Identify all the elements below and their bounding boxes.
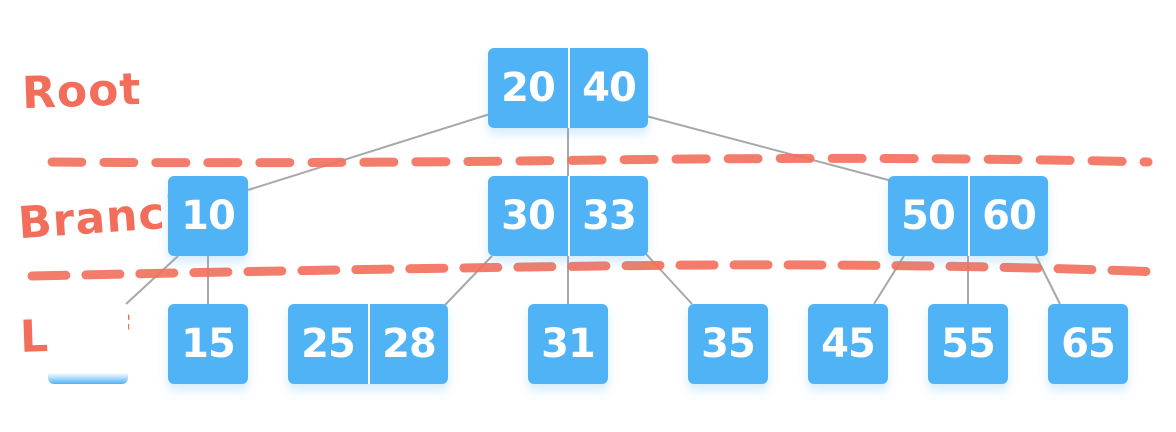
branch-node-b2: 30 33: [488, 176, 648, 256]
leaf-node-l1: 15: [168, 304, 248, 384]
node-key: 60: [968, 176, 1048, 256]
node-key: 15: [181, 321, 236, 367]
root-level-label: Root: [21, 63, 143, 120]
node-key: 50: [901, 193, 956, 239]
node-key: 40: [568, 48, 648, 128]
node-key: 35: [701, 321, 756, 367]
partial-leaf-node: [48, 304, 128, 384]
node-key: 20: [501, 65, 556, 111]
node-key: 31: [541, 321, 596, 367]
node-key: 10: [181, 193, 236, 239]
node-key: 30: [501, 193, 556, 239]
node-key: 55: [941, 321, 996, 367]
root-branch-divider: [47, 153, 1153, 168]
leaf-node-l7: 65: [1048, 304, 1128, 384]
node-key: 33: [568, 176, 648, 256]
leaf-node-l4: 35: [688, 304, 768, 384]
edge-root-b1: [247, 113, 491, 191]
leaf-node-l2: 25 28: [288, 304, 448, 384]
node-key: 65: [1061, 321, 1116, 367]
node-key: 28: [368, 304, 448, 384]
leaf-node-l5: 45: [808, 304, 888, 384]
branch-node-b1: 10: [168, 176, 248, 256]
branch-node-b3: 50 60: [888, 176, 1048, 256]
branch-leaf-divider: [27, 260, 1165, 281]
leaf-node-l6: 55: [928, 304, 1008, 384]
node-key: 25: [301, 321, 356, 367]
leaf-node-l3: 31: [528, 304, 608, 384]
divider-layer: [27, 153, 1165, 281]
edge-root-b3: [645, 115, 897, 183]
edge-b3-l7: [1035, 255, 1061, 305]
edge-b1-leaf0: [125, 255, 179, 305]
node-key: 45: [821, 321, 876, 367]
